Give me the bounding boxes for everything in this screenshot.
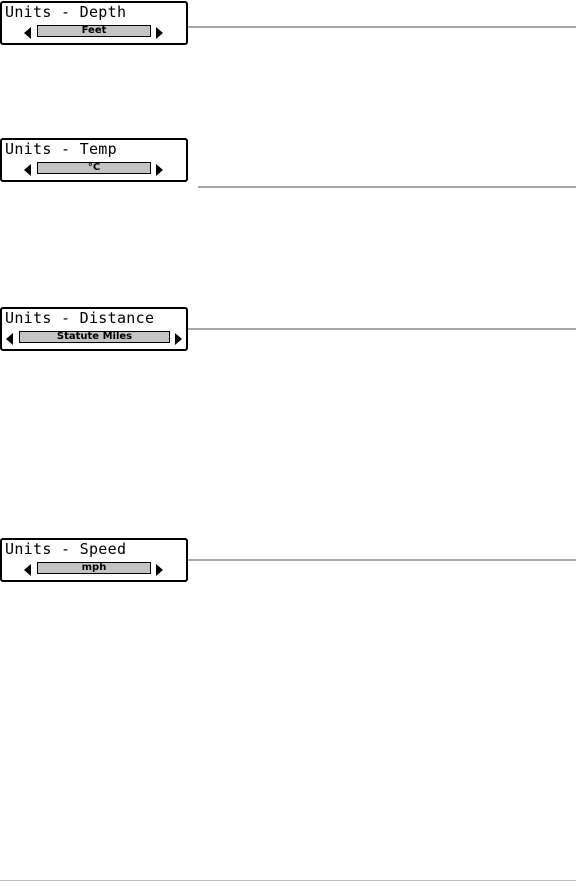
units-depth-menu[interactable]: Units - Depth Feet [0, 1, 188, 45]
right-arrow-icon[interactable] [156, 27, 163, 39]
units-speed-selector[interactable]: mph [24, 561, 164, 577]
units-distance-selector[interactable]: Statute Miles [6, 330, 182, 346]
distance-menu-rule [188, 328, 576, 330]
units-distance-value[interactable]: Statute Miles [19, 331, 170, 343]
right-arrow-icon[interactable] [156, 564, 163, 576]
left-arrow-icon[interactable] [24, 27, 31, 39]
units-depth-value[interactable]: Feet [37, 25, 151, 37]
temp-menu-rule [198, 186, 576, 188]
units-temp-value[interactable]: °C [37, 162, 151, 174]
depth-menu-rule [188, 26, 576, 28]
units-depth-selector[interactable]: Feet [24, 24, 164, 40]
left-arrow-icon[interactable] [6, 333, 13, 345]
units-temp-selector[interactable]: °C [24, 161, 164, 177]
units-temp-menu[interactable]: Units - Temp °C [0, 138, 188, 182]
right-arrow-icon[interactable] [156, 164, 163, 176]
speed-menu-rule [188, 559, 576, 561]
units-speed-title: Units - Speed [5, 540, 127, 558]
right-arrow-icon[interactable] [175, 333, 182, 345]
page-bottom-rule [0, 880, 576, 881]
units-speed-menu[interactable]: Units - Speed mph [0, 538, 188, 582]
units-distance-title: Units - Distance [5, 309, 155, 327]
left-arrow-icon[interactable] [24, 564, 31, 576]
units-temp-title: Units - Temp [5, 140, 117, 158]
left-arrow-icon[interactable] [24, 164, 31, 176]
units-speed-value[interactable]: mph [37, 562, 151, 574]
units-depth-title: Units - Depth [5, 3, 127, 21]
units-distance-menu[interactable]: Units - Distance Statute Miles [0, 307, 188, 351]
